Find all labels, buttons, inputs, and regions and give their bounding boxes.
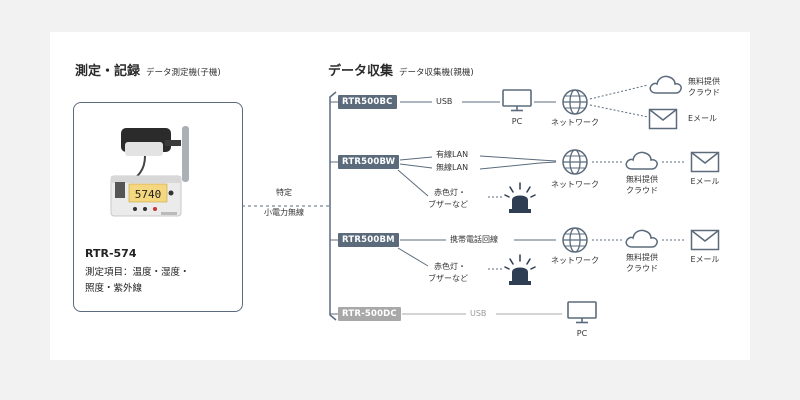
row1-cloud-label-line1: 無料提供 [688,77,720,86]
row1-cloud-label-line2: クラウド [688,88,720,97]
row3-email-label: Eメール [690,255,720,264]
row2-network-label: ネットワーク [551,180,599,189]
row3-cloud-label-line1: 無料提供 [626,253,658,262]
left-subtitle: データ測定機(子機) [146,68,221,78]
tag-rtr500bm: RTR500BM [338,233,399,247]
cloud-icon [649,75,682,94]
left-section-title: 測定・記録データ測定機(子機) [75,60,221,79]
row3-cloud-label-line2: クラウド [626,264,658,273]
row1-pc-label: PC [511,117,523,126]
row4-pc-label: PC [576,329,588,338]
network-globe-icon [562,149,588,175]
right-section-title: データ収集データ収集機(親機) [328,60,474,79]
right-title: データ収集 [328,64,394,79]
logger-model: RTR-574 [85,247,137,260]
network-globe-icon [562,227,588,253]
radio-link-label-line1: 特定 [276,188,292,197]
row1-usb-label: USB [436,97,453,106]
right-subtitle: データ収集機(親機) [399,68,474,78]
email-icon [648,108,678,130]
row2-cloud-label-line1: 無料提供 [626,175,658,184]
tag-rtr-500dc: RTR-500DC [338,307,401,321]
row3-mobile-line-label: 携帯電話回線 [450,235,498,244]
alarm-light-icon [504,182,536,213]
row3-alarm-label-line2: ブザーなど [428,274,468,283]
row2-wired-lan-label: 有線LAN [436,150,469,159]
measurement-items-line2: 照度・紫外線 [85,283,143,294]
alarm-light-icon [504,254,536,285]
pc-icon [502,89,532,112]
row1-email-label: Eメール [688,114,718,123]
cloud-icon [625,151,658,170]
data-logger-device-image: 5740 [110,126,189,217]
tag-rtr500bw: RTR500BW [338,155,400,169]
row3-network-label: ネットワーク [551,256,599,265]
network-globe-icon [562,89,588,115]
measurement-items-line1: 測定項目：温度・湿度・ [85,267,190,278]
radio-link-label-line2: 小電力無線 [264,208,304,217]
cloud-icon [625,229,658,248]
row2-wireless-lan-label: 無線LAN [436,163,469,172]
email-icon [690,229,720,251]
tag-rtr500bc: RTR500BC [338,95,397,109]
row4-usb-label: USB [470,309,487,318]
row1-network-label: ネットワーク [551,118,599,127]
row2-cloud-label-line2: クラウド [626,186,658,195]
email-icon [690,151,720,173]
row2-alarm-label-line1: 赤色灯・ [434,188,466,197]
row2-email-label: Eメール [690,177,720,186]
left-title: 測定・記録 [75,64,141,79]
row2-alarm-label-line2: ブザーなど [428,200,468,209]
logger-display-value: 5740 [135,188,162,201]
pc-icon [567,301,597,324]
row3-alarm-label-line1: 赤色灯・ [434,262,466,271]
